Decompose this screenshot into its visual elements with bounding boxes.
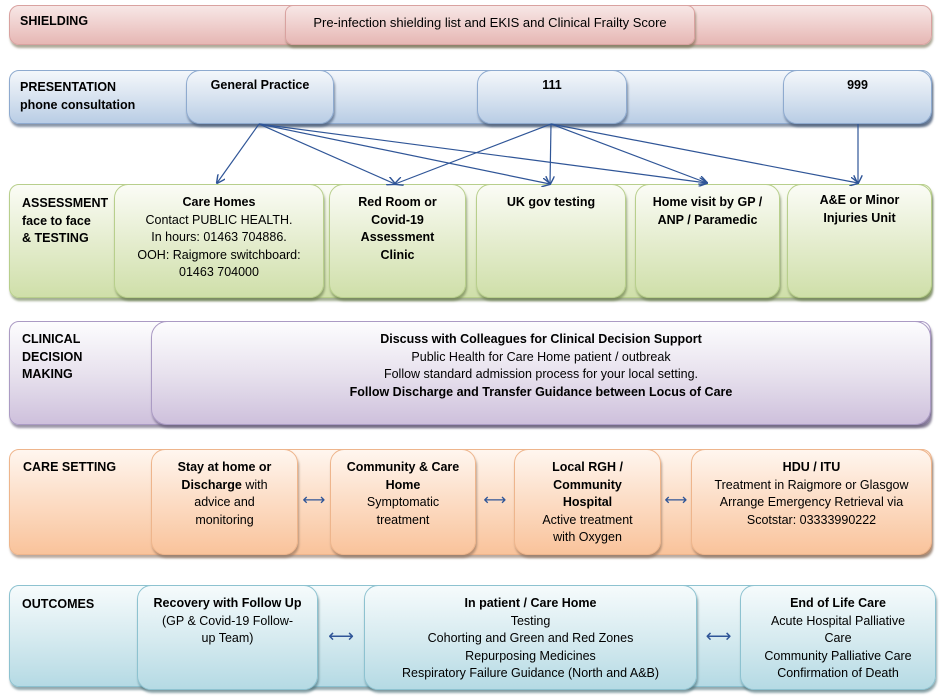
care-homes-line: 01463 704000 — [179, 265, 259, 279]
local-rgh-title-line: Local RGH / — [552, 460, 623, 474]
connector-arrow — [550, 123, 551, 184]
red-room-title-line: Red Room or — [358, 195, 437, 209]
inpatient-line: Testing — [510, 613, 551, 628]
home-visit-title-line: Home visit by GP / — [652, 195, 763, 209]
connector-arrow — [258, 123, 395, 184]
care-setting-label: CARE SETTING — [23, 460, 117, 474]
care-homes-title: Care Homes — [182, 195, 256, 209]
care-homes-line: Contact PUBLIC HEALTH. — [145, 212, 293, 227]
bidirectional-arrow-icon: ⟷ — [483, 490, 507, 509]
bidirectional-arrow-icon: ⟷ — [302, 490, 326, 509]
connector-arrow — [258, 123, 550, 184]
connector-arrow — [550, 123, 707, 183]
node-111[interactable]: 111 — [477, 70, 627, 124]
presentation-band — [9, 70, 932, 124]
clinical-line-admission: Follow standard admission process for yo… — [383, 367, 699, 381]
node-stay-at-home[interactable]: Stay at home or Discharge with advice an… — [151, 449, 298, 555]
recovery-title: Recovery with Follow Up — [153, 596, 302, 610]
connector-arrow — [550, 123, 858, 183]
node-inpatient-care-home[interactable]: In patient / Care Home Testing Cohorting… — [364, 585, 697, 690]
bidirectional-arrow-icon: ⟷ — [664, 490, 688, 509]
stay-home-title: Stay at home or — [177, 460, 272, 474]
red-room-title-line: Assessment — [360, 230, 435, 244]
hdu-line: Arrange Emergency Retrieval via — [719, 495, 904, 509]
shielding-label: SHIELDING — [20, 14, 89, 28]
clinical-label-line2: DECISION — [22, 349, 83, 364]
recovery-line: up Team) — [201, 631, 254, 645]
red-room-title-line: Clinic — [380, 247, 415, 262]
local-rgh-title-line: Community — [553, 477, 622, 492]
connector-arrow — [395, 123, 552, 184]
stay-home-discharge: Discharge — [181, 477, 242, 492]
presentation-label-line1: PRESENTATION — [20, 80, 117, 94]
node-111-title: 111 — [542, 78, 562, 92]
node-local-rgh[interactable]: Local RGH / Community Hospital Active tr… — [514, 449, 661, 555]
inpatient-line: Repurposing Medicines — [465, 648, 596, 663]
connector-arrow — [217, 123, 260, 183]
uk-gov-testing-title: UK gov testing — [506, 195, 596, 209]
hdu-title: HDU / ITU — [782, 460, 841, 474]
connector-arrow — [258, 123, 707, 183]
node-uk-gov-testing[interactable]: UK gov testing — [476, 184, 626, 298]
local-rgh-line: with Oxygen — [553, 530, 622, 544]
inpatient-line: Cohorting and Green and Red Zones — [427, 631, 634, 645]
community-title-line: Community & Care — [346, 460, 460, 474]
end-of-life-line: Acute Hospital Palliative — [770, 613, 906, 628]
recovery-line: (GP & Covid-19 Follow- — [161, 613, 294, 628]
stay-home-with: with — [241, 477, 268, 492]
clinical-label-line1: CLINICAL — [22, 332, 81, 346]
clinical-line-discuss: Discuss with Colleagues for Clinical Dec… — [380, 332, 702, 346]
node-general-practice-title: General Practice — [210, 78, 310, 92]
clinical-label: CLINICAL DECISION MAKING — [22, 331, 82, 384]
assessment-label-line2: face to face — [22, 213, 91, 228]
presentation-label-line2: phone consultation — [20, 97, 136, 112]
inpatient-title: In patient / Care Home — [464, 596, 597, 610]
end-of-life-title: End of Life Care — [790, 596, 886, 610]
node-home-visit[interactable]: Home visit by GP / ANP / Paramedic — [635, 184, 780, 298]
shielding-criteria-box[interactable]: Pre-infection shielding list and EKIS an… — [285, 5, 695, 45]
community-title-line: Home — [385, 477, 421, 492]
community-line: treatment — [376, 512, 430, 527]
clinical-line-discharge: Follow Discharge and Transfer Guidance b… — [349, 384, 733, 399]
clinical-label-line3: MAKING — [22, 367, 73, 381]
presentation-label: PRESENTATION phone consultation — [20, 79, 135, 114]
node-999[interactable]: 999 — [783, 70, 932, 124]
bidirectional-arrow-icon: ⟷ — [328, 626, 354, 647]
end-of-life-line: Confirmation of Death — [777, 666, 899, 680]
node-community-care-home[interactable]: Community & Care Home Symptomatic treatm… — [330, 449, 476, 555]
ae-title-line: A&E or Minor — [819, 193, 900, 207]
red-room-title-line: Covid-19 — [371, 212, 424, 227]
local-rgh-title-line: Hospital — [562, 495, 613, 509]
node-hdu-itu[interactable]: HDU / ITU Treatment in Raigmore or Glasg… — [691, 449, 932, 555]
care-homes-line: In hours: 01463 704886. — [151, 230, 287, 244]
assessment-label: ASSESSMENT face to face & TESTING — [22, 195, 108, 248]
node-general-practice[interactable]: General Practice — [186, 70, 334, 124]
hdu-line: Scotstar: 03333990222 — [746, 512, 877, 527]
outcomes-label: OUTCOMES — [22, 597, 95, 611]
node-recovery[interactable]: Recovery with Follow Up (GP & Covid-19 F… — [137, 585, 318, 690]
stay-home-line: advice and — [194, 495, 255, 509]
stay-home-line: monitoring — [195, 512, 254, 527]
shielding-criteria-text: Pre-infection shielding list and EKIS an… — [313, 15, 667, 30]
local-rgh-line: Active treatment — [542, 512, 633, 527]
clinical-line-public-health: Public Health for Care Home patient / ou… — [411, 349, 671, 364]
node-care-homes[interactable]: Care Homes Contact PUBLIC HEALTH. In hou… — [114, 184, 324, 298]
node-red-room[interactable]: Red Room or Covid-19 Assessment Clinic — [329, 184, 466, 298]
end-of-life-line: Community Palliative Care — [764, 648, 912, 663]
care-homes-line: OOH: Raigmore switchboard: — [137, 247, 301, 262]
ae-title-line: Injuries Unit — [823, 210, 896, 225]
assessment-label-line3: & TESTING — [22, 231, 89, 245]
node-end-of-life[interactable]: End of Life Care Acute Hospital Palliati… — [740, 585, 936, 690]
assessment-label-line1: ASSESSMENT — [22, 196, 109, 210]
node-999-title: 999 — [847, 78, 868, 92]
inpatient-line: Respiratory Failure Guidance (North and … — [401, 666, 660, 680]
community-line: Symptomatic — [366, 495, 440, 509]
home-visit-title-line: ANP / Paramedic — [657, 212, 758, 227]
end-of-life-line: Care — [824, 631, 852, 645]
hdu-line: Treatment in Raigmore or Glasgow — [714, 477, 909, 492]
node-ae-minor-injuries[interactable]: A&E or Minor Injuries Unit — [787, 184, 932, 298]
bidirectional-arrow-icon: ⟷ — [705, 626, 732, 647]
node-clinical-guidance[interactable]: Discuss with Colleagues for Clinical Dec… — [151, 321, 931, 425]
